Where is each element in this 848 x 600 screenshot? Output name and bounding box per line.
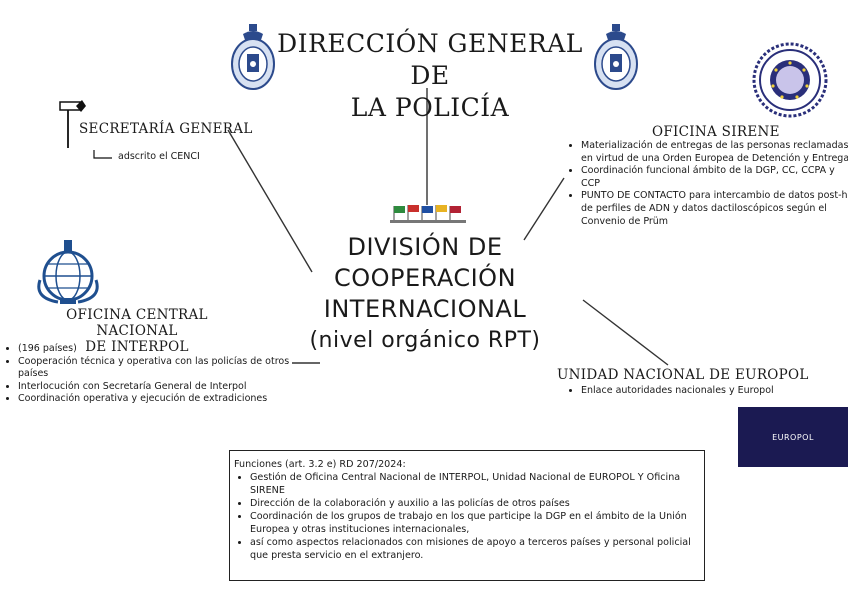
center-line-2: COOPERACIÓN [333, 264, 517, 292]
sirene-title: OFICINA SIRENE [652, 124, 780, 140]
flags-icon [390, 205, 466, 223]
page-title: DIRECCIÓN GENERAL DE LA POLICÍA [270, 28, 590, 124]
center-line-1: DIVISIÓN DE [347, 233, 503, 261]
europol-list: Enlace autoridades nacionales y Europol [567, 385, 811, 398]
functions-box: Funciones (art. 3.2 e) RD 207/2024: Gest… [229, 450, 705, 581]
list-item: Gestión de Oficina Central Nacional de I… [250, 471, 694, 497]
list-item: Cooperación técnica y operativa con las … [18, 356, 308, 381]
list-item: Dirección de la colaboración y auxilio a… [250, 497, 694, 510]
interpol-emblem-icon [37, 240, 99, 304]
secretaria-title: SECRETARÍA GENERAL [79, 121, 253, 137]
connector-secretaria [227, 129, 313, 273]
center-line-3: INTERNACIONAL [323, 295, 527, 323]
interpol-list: (196 países) Cooperación técnica y opera… [4, 343, 308, 406]
interpol-title-line-1: OFICINA CENTRAL NACIONAL [66, 307, 208, 339]
police-badge-icon [231, 24, 275, 90]
list-item: (196 países) [18, 343, 308, 356]
police-badge-icon [594, 24, 638, 90]
functions-intro: Funciones (art. 3.2 e) RD 207/2024: [234, 459, 406, 470]
connector-europol [582, 299, 669, 366]
central-division: DIVISIÓN DE COOPERACIÓN INTERNACIONAL (n… [300, 232, 550, 356]
list-item: Coordinación de los grupos de trabajo en… [250, 510, 694, 536]
list-item: Coordinación operativa y ejecución de ex… [18, 393, 308, 406]
title-line-2: LA POLICÍA [350, 93, 510, 122]
interpol-title-line-2: DE INTERPOL [85, 339, 189, 355]
list-item: así como aspectos relacionados con misio… [250, 536, 694, 562]
center-line-4: (nivel orgánico RPT) [309, 328, 541, 353]
eu-seal-icon [752, 42, 828, 118]
list-item: Enlace autoridades nacionales y Europol [581, 385, 811, 398]
list-item: PUNTO DE CONTACTO para intercambio de da… [581, 190, 848, 228]
list-item: Materialización de entregas de las perso… [581, 140, 848, 165]
tree-connector-icon [93, 150, 112, 159]
connector-sirene [523, 177, 565, 241]
europol-logo-icon: EUROPOL [738, 407, 848, 467]
list-item: Interlocución con Secretaría General de … [18, 381, 308, 394]
europol-title: UNIDAD NACIONAL DE EUROPOL [557, 367, 809, 383]
functions-list: Gestión de Oficina Central Nacional de I… [234, 471, 694, 562]
list-item: Coordinación funcional ámbito de la DGP,… [581, 165, 848, 190]
title-line-1: DIRECCIÓN GENERAL DE [277, 29, 583, 90]
secretaria-note: adscrito el CENCI [118, 151, 200, 162]
europol-logo-text: EUROPOL [772, 432, 814, 442]
interpol-title: OFICINA CENTRAL NACIONAL DE INTERPOL [38, 307, 236, 355]
secretary-figure-icon [59, 100, 86, 148]
sirene-list: Materialización de entregas de las perso… [567, 140, 848, 228]
